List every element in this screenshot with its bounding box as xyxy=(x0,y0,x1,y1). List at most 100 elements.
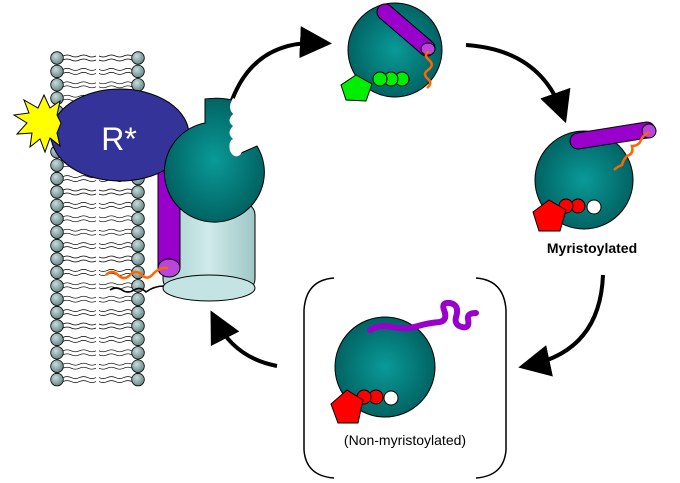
lipid-tail xyxy=(98,255,133,259)
lipid-tail xyxy=(62,259,97,263)
lipid-tail xyxy=(62,349,97,353)
lipid-tail xyxy=(62,206,97,209)
lipid-tail xyxy=(98,282,133,286)
g-alpha-subunit-empty xyxy=(163,97,265,223)
lipid-head xyxy=(131,78,145,92)
lipid-head xyxy=(50,225,64,239)
myristoyl-tail-gdp xyxy=(613,130,650,171)
lipid-head xyxy=(50,158,64,172)
lipid-tail xyxy=(98,309,133,312)
lipid-tail xyxy=(62,299,97,303)
lipid-tail xyxy=(62,340,97,343)
gtp-ribose xyxy=(340,74,373,102)
lipid-head xyxy=(131,225,145,239)
lipid-head xyxy=(131,305,145,320)
lipid-tail xyxy=(98,322,133,326)
lipid-tail xyxy=(62,336,97,339)
lipid-head xyxy=(50,305,64,320)
lipid-tail xyxy=(98,81,133,85)
lipid-tail xyxy=(62,81,97,85)
lipid-tail xyxy=(62,326,97,330)
g-alpha-subunit-myristoylated xyxy=(532,121,657,232)
prenyl-anchor xyxy=(109,285,165,294)
lipid-tail xyxy=(98,188,133,192)
lipid-tail xyxy=(62,376,97,379)
gdp-ribose xyxy=(532,199,567,232)
lipid-head xyxy=(131,198,145,213)
lipid-tail xyxy=(98,295,133,299)
cycle-arrow-activation xyxy=(230,26,332,101)
unstructured-n-terminus xyxy=(367,299,479,333)
lipid-tail xyxy=(98,192,133,196)
lipid-head xyxy=(50,265,64,280)
lipid-head xyxy=(131,185,145,199)
lipid-head xyxy=(50,252,64,266)
lipid-tail xyxy=(98,232,133,236)
lipid-head xyxy=(50,51,64,65)
lipid-tail xyxy=(62,54,97,58)
myristoylated-label: Myristoylated xyxy=(547,240,637,256)
lipid-tail xyxy=(62,192,97,196)
lipid-head xyxy=(50,319,64,333)
non-myristoylated-label: (Non-myristoylated) xyxy=(344,432,466,448)
gtp-phosphate-1 xyxy=(372,71,388,87)
lipid-tail xyxy=(98,362,133,366)
lipid-head xyxy=(131,346,145,360)
myristoyl-tail-membrane xyxy=(105,266,169,280)
lipid-tail xyxy=(98,313,133,316)
receptor-r-star: R* xyxy=(50,88,190,182)
lipid-tail xyxy=(62,58,97,62)
lipid-tail xyxy=(62,255,97,259)
lipid-tail xyxy=(98,242,133,245)
lipid-tail xyxy=(98,54,133,58)
lipid-head xyxy=(131,212,145,226)
lipid-head xyxy=(50,78,64,92)
lipid-head xyxy=(131,238,145,253)
cycle-arrow-reassociation xyxy=(210,310,278,368)
lipid-head xyxy=(50,238,64,253)
lipid-tail xyxy=(62,219,97,223)
lipid-head xyxy=(50,292,64,306)
non-myristoylated-bracket xyxy=(303,277,507,479)
lipid-tail xyxy=(98,299,133,303)
lipid-tail xyxy=(62,242,97,245)
lipid-head xyxy=(131,359,145,373)
g-alpha-subunit-non-myristoylated xyxy=(330,299,479,424)
lipid-tail xyxy=(62,380,97,383)
lipid-head xyxy=(50,332,64,347)
lipid-tail xyxy=(62,322,97,326)
lipid-tail xyxy=(62,68,97,71)
lipid-tail xyxy=(98,336,133,339)
lipid-tail xyxy=(62,269,97,272)
lipid-head xyxy=(50,346,64,360)
lipid-tail xyxy=(98,202,133,205)
light-burst-icon xyxy=(12,93,62,154)
lipid-tail xyxy=(62,295,97,299)
gdp-empty-site xyxy=(586,199,602,215)
lipid-tail xyxy=(62,286,97,290)
lipid-tail xyxy=(62,228,97,232)
lipid-tail xyxy=(62,175,97,178)
lipid-head xyxy=(50,359,64,373)
lipid-tail xyxy=(98,340,133,343)
lipid-head xyxy=(131,292,145,306)
lipid-tail xyxy=(62,273,97,276)
lipid-head xyxy=(50,198,64,213)
lipid-tail xyxy=(98,219,133,223)
lipid-tail xyxy=(62,179,97,182)
lipid-tail xyxy=(62,188,97,192)
lipid-head xyxy=(131,252,145,266)
lipid-tail xyxy=(62,85,97,89)
cycle-arrow-demyristoylation xyxy=(518,274,605,377)
myristoyl-tail-gtp xyxy=(423,49,433,89)
lipid-tail xyxy=(98,72,133,75)
lipid-head xyxy=(50,171,64,186)
lipid-tail xyxy=(98,353,133,357)
gdp-ribose-nm xyxy=(330,389,364,424)
lipid-head xyxy=(131,332,145,347)
lipid-tail xyxy=(98,349,133,353)
lipid-tail xyxy=(62,72,97,75)
lipid-tail xyxy=(62,232,97,236)
lipid-head xyxy=(50,279,64,293)
